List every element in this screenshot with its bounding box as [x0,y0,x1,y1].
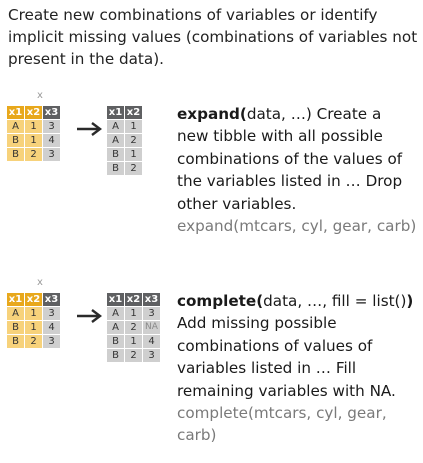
table-cell: 2 [125,321,142,334]
table-cell: B [107,349,124,362]
column-header: x1 [7,106,24,119]
table-cell: A [107,307,124,320]
table-row: A 1 3 [7,120,60,133]
column-header: x1 [7,293,24,306]
column-header: x1 [107,293,124,306]
table-cell: A [107,134,124,147]
table-cell: B [7,335,24,348]
column-header: x3 [43,106,60,119]
table-cell: 1 [125,120,142,133]
table-cell: 3 [43,120,60,133]
column-header: x3 [43,293,60,306]
table-row: A 2 [107,134,142,147]
table-cell: 2 [125,162,142,175]
complete-description: complete(data, …, fill = list()) Add mis… [177,290,417,447]
table-cell: B [107,162,124,175]
arrow-right-icon [77,122,102,136]
table-row: B 2 3 [107,349,160,362]
table-cell: 3 [43,148,60,161]
table-row: B 2 [107,162,142,175]
table-header-row: x1 x2 x3 [107,293,160,306]
function-close-paren: ) [406,292,414,310]
table-cell: 3 [143,307,160,320]
function-args: data, …, fill = list() [263,292,407,310]
column-header: x2 [25,293,42,306]
complete-output-table: x1 x2 x3 A 1 3 A 2 NA B 1 4 B 2 3 [106,292,161,363]
table-cell: A [107,321,124,334]
table-cell: 1 [125,335,142,348]
column-header: x2 [125,293,142,306]
table-cell: 1 [125,307,142,320]
table-cell: 1 [25,307,42,320]
table-cell: 2 [25,335,42,348]
table-cell: 3 [143,349,160,362]
example-code: expand(mtcars, cyl, gear, carb) [177,217,417,236]
table-cell: 4 [43,134,60,147]
expand-description: expand(data, …) Create a new tibble with… [177,103,417,237]
table-row: B 1 [107,148,142,161]
table-cell: B [7,134,24,147]
table-row: A 1 3 [7,307,60,320]
table-cell: 3 [43,307,60,320]
table-cell: B [7,321,24,334]
table-cell: A [7,120,24,133]
description-text: Create a new tibble with all possible co… [177,105,403,213]
function-args: data, …) [246,105,312,123]
expand-output-table: x1 x2 A 1 A 2 B 1 B 2 [106,105,143,176]
table-row: A 1 3 [107,307,160,320]
table-cell: A [107,120,124,133]
table-header-row: x1 x2 x3 [7,106,60,119]
table-cell: 2 [25,148,42,161]
table-row: B 1 4 [7,321,60,334]
table-header-row: x1 x2 x3 [7,293,60,306]
intro-text: Create new combinations of variables or … [8,6,418,68]
complete-input-table: x1 x2 x3 A 1 3 B 1 4 B 2 3 [6,292,61,349]
input-table-label: x [37,90,43,101]
table-row: B 1 4 [7,134,60,147]
column-header: x3 [143,293,160,306]
table-row: B 2 3 [7,148,60,161]
function-name: expand( [177,105,247,123]
table-header-row: x1 x2 [107,106,142,119]
table-cell: 2 [125,134,142,147]
table-cell: 1 [25,120,42,133]
input-table-label: x [37,277,43,288]
table-cell: 4 [143,335,160,348]
table-cell: 1 [125,148,142,161]
column-header: x2 [25,106,42,119]
description-text: Add missing possible combinations of val… [177,314,396,400]
table-cell: 1 [25,321,42,334]
table-cell: 1 [25,134,42,147]
column-header: x1 [107,106,124,119]
table-row: A 1 [107,120,142,133]
table-row: B 1 4 [107,335,160,348]
table-cell: 2 [125,349,142,362]
column-header: x2 [125,106,142,119]
table-cell: B [7,148,24,161]
table-row: B 2 3 [7,335,60,348]
arrow-right-icon [77,309,102,323]
table-cell: 4 [43,321,60,334]
missing-value-cell: NA [143,321,160,334]
table-cell: B [107,335,124,348]
table-row: A 2 NA [107,321,160,334]
expand-input-table: x1 x2 x3 A 1 3 B 1 4 B 2 3 [6,105,61,162]
table-cell: A [7,307,24,320]
function-name: complete( [177,292,264,310]
table-cell: B [107,148,124,161]
example-code: complete(mtcars, cyl, gear, carb) [177,404,387,445]
table-cell: 3 [43,335,60,348]
